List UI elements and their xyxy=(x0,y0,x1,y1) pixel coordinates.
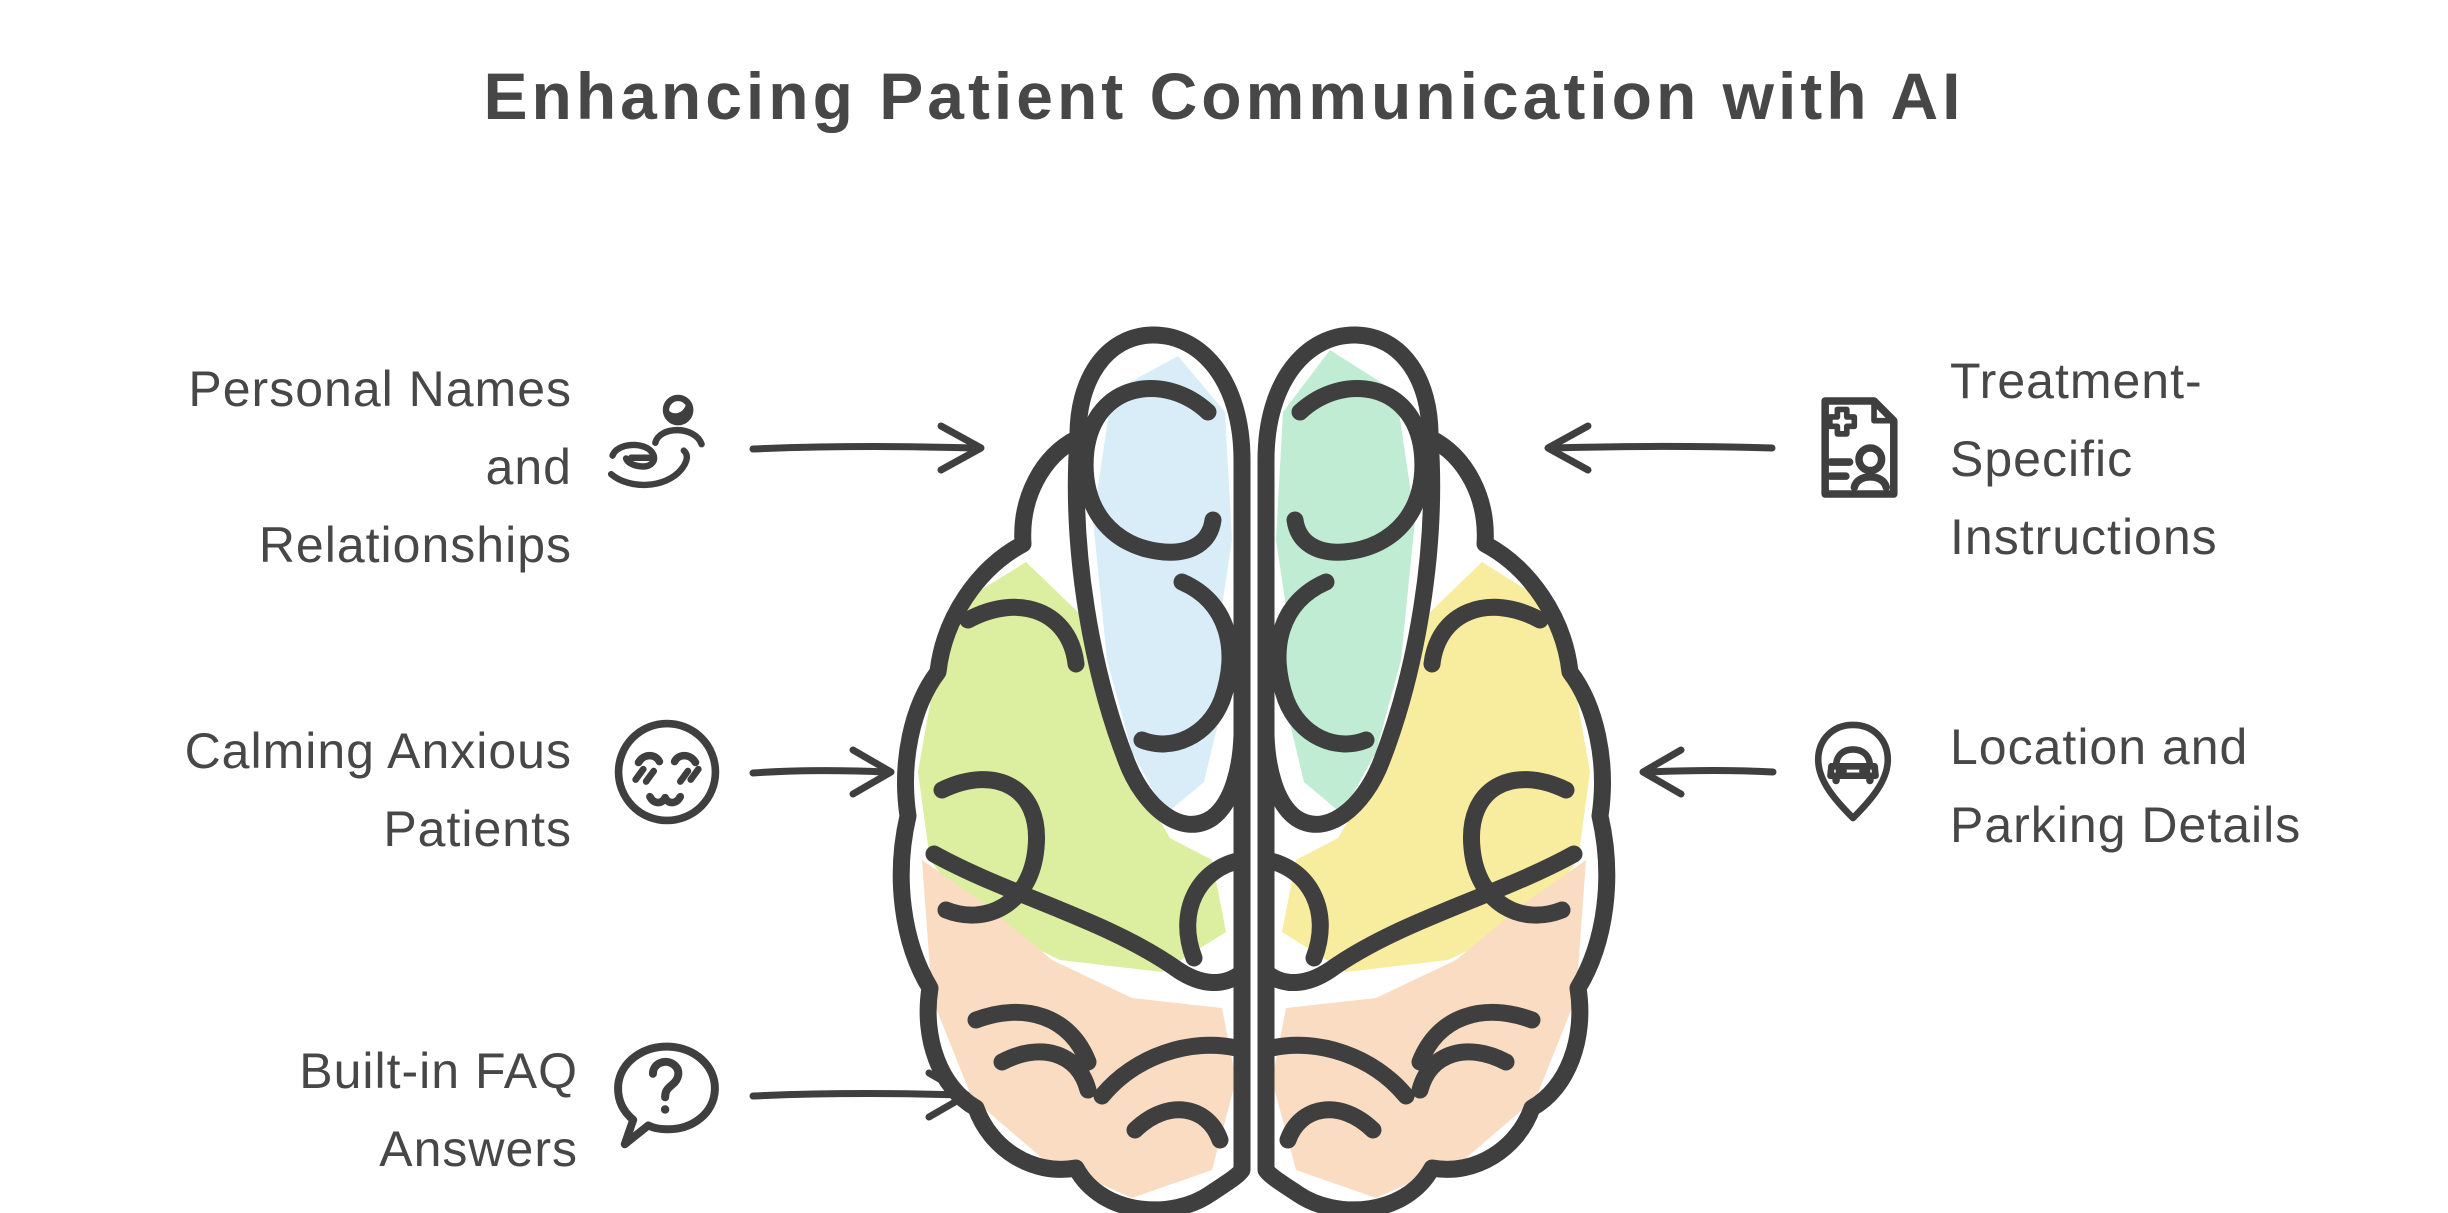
brain-top-view xyxy=(892,326,1616,1213)
label-line: Parking Details xyxy=(1950,797,2302,853)
page-title: Enhancing Patient Communication with AI xyxy=(483,59,1965,133)
label-line: Location and xyxy=(1950,719,2249,775)
label-built-in-faq-answers: Built-in FAQ Answers xyxy=(299,1032,578,1188)
left-outlines xyxy=(892,326,1251,1213)
region-right-side xyxy=(1282,562,1590,972)
region-right-frontal xyxy=(1276,350,1415,814)
arrow-right-personal-names xyxy=(749,422,985,474)
label-calming-anxious-patients: Calming Anxious Patients xyxy=(185,712,572,868)
question-mark-dot xyxy=(660,1105,670,1114)
car-location-pin-icon xyxy=(1814,721,1892,822)
label-line: Answers xyxy=(379,1121,578,1177)
brain-left-hemisphere xyxy=(892,326,1251,1213)
region-left-side xyxy=(918,562,1226,972)
label-line: and xyxy=(485,439,572,495)
label-line: Calming Anxious xyxy=(184,723,572,779)
region-left-frontal xyxy=(1093,356,1232,814)
label-line: Built-in FAQ xyxy=(299,1043,578,1099)
label-line: Specific xyxy=(1950,431,2134,487)
medical-document-icon xyxy=(1821,397,1898,498)
arrow-left-location xyxy=(1639,746,1777,798)
right-outlines xyxy=(1257,326,1616,1213)
label-location-parking-details: Location and Parking Details xyxy=(1950,708,2301,864)
label-line: Treatment- xyxy=(1950,353,2203,409)
arrow-right-calming xyxy=(749,746,895,798)
care-person-icon xyxy=(607,394,705,489)
label-treatment-specific-instructions: Treatment- Specific Instructions xyxy=(1950,342,2218,576)
label-line: Patients xyxy=(383,801,572,857)
anxious-face-icon xyxy=(614,719,720,825)
brain-right-hemisphere xyxy=(1257,326,1616,1213)
label-line: Instructions xyxy=(1950,509,2218,565)
right-watercolor-regions xyxy=(1272,350,1590,1198)
label-personal-names: Personal Names and Relationships xyxy=(188,350,572,584)
label-line: Personal Names xyxy=(188,361,572,417)
question-bubble-icon xyxy=(614,1042,719,1149)
label-line: Relationships xyxy=(258,517,572,573)
arrow-left-treatment xyxy=(1544,422,1776,474)
